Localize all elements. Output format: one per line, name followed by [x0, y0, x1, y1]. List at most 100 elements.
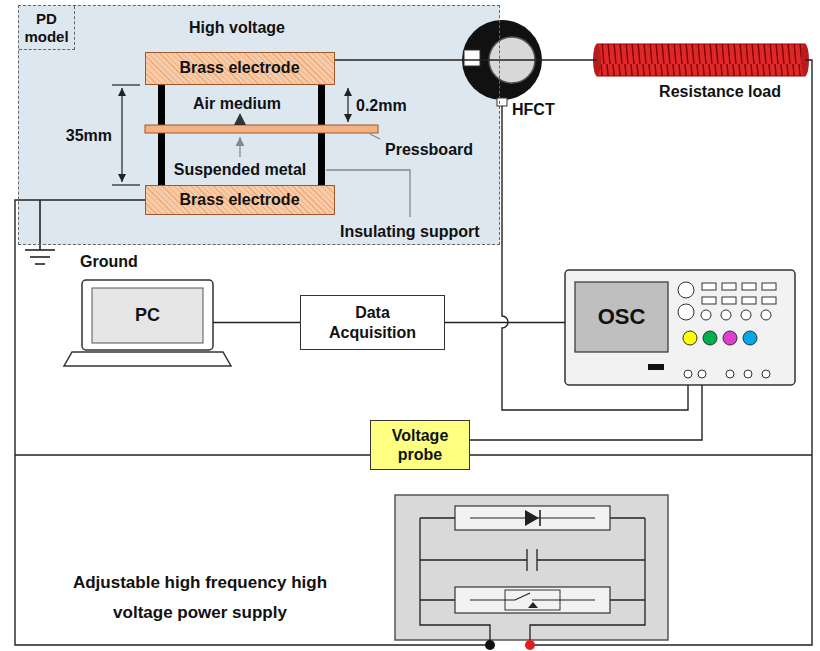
- ground-symbol: [25, 200, 55, 264]
- resistance-load-part: [597, 44, 805, 76]
- connector-line: [445, 322, 565, 323]
- oscilloscope-body-part: [726, 370, 734, 378]
- part-label: Suspended metal: [160, 160, 320, 179]
- data-acquisition-box: Data Acquisition: [300, 295, 445, 350]
- part-label: Ground: [80, 252, 160, 271]
- text-area: Brass electrode: [146, 186, 334, 214]
- oscilloscope-body-part: [722, 297, 736, 304]
- power-supply-unit-part-part: [610, 599, 645, 600]
- wire-part: [470, 385, 702, 440]
- node-text: Voltage probe: [377, 426, 463, 464]
- node-text: Brass electrode: [179, 190, 299, 209]
- part-label: Adjustable high frequency high voltage p…: [65, 568, 335, 628]
- power-supply-unit-part: [420, 518, 645, 640]
- hfct-sensor: [462, 20, 542, 106]
- power-supply-unit-part: [528, 602, 538, 608]
- part-label: Resistance load: [630, 82, 810, 101]
- oscilloscope-body-part: [702, 297, 716, 304]
- power-supply-unit-part-part: [420, 599, 455, 600]
- dimension-line-part: [112, 184, 140, 185]
- oscilloscope-body-part: [678, 304, 694, 320]
- power-supply-unit-part-part: [420, 559, 527, 560]
- part-label: Pressboard: [385, 140, 485, 159]
- oscilloscope-body-part: [762, 370, 770, 378]
- leader-line-part: [239, 137, 240, 157]
- insulating-support-part: [158, 85, 165, 125]
- oscilloscope-body-part: [701, 310, 711, 320]
- insulating-support: [158, 85, 325, 185]
- oscilloscope-body-part: [722, 283, 736, 290]
- power-supply-unit-part: [539, 510, 541, 526]
- oscilloscope-body-part: [741, 310, 751, 320]
- laptop-part: [64, 352, 231, 366]
- wire-part: [15, 454, 370, 455]
- oscilloscope-body-part: [565, 270, 795, 385]
- ground-symbol-part: [39, 200, 41, 250]
- insulating-support-part: [318, 85, 325, 125]
- leader-line-part: [326, 170, 410, 217]
- power-supply-unit-part-part: [537, 559, 645, 560]
- oscilloscope-body-part: [742, 297, 756, 304]
- pd-model-region: PD modelBrass electrodeBrass electrode: [18, 5, 500, 245]
- oscilloscope-body-part: [742, 283, 756, 290]
- part-label: 0.2mm: [356, 96, 416, 115]
- power-supply-unit-part-part: [644, 518, 645, 600]
- hfct-sensor-part: [497, 98, 507, 106]
- oscilloscope-body-part: [683, 331, 697, 345]
- part-label: 35mm: [46, 126, 112, 145]
- power-supply-unit-part-part: [419, 518, 420, 600]
- wire-part: [335, 59, 597, 60]
- part-label: HFCT: [512, 100, 572, 119]
- power-supply-unit-part-part: [610, 517, 645, 518]
- oscilloscope-body-part: [684, 370, 692, 378]
- oscilloscope-body-part: [702, 283, 716, 290]
- wire-part: [470, 454, 812, 455]
- hfct-sensor-part: [464, 50, 480, 66]
- oscilloscope-body-part: [698, 370, 706, 378]
- oscilloscope: OSC: [565, 270, 795, 385]
- node-text: Brass electrode: [179, 58, 299, 77]
- oscilloscope-body-part: [743, 331, 757, 345]
- oscilloscope-body-part: [575, 282, 668, 352]
- ground-symbol-part: [30, 256, 50, 258]
- oscilloscope-body-part: [744, 370, 752, 378]
- insulating-support-part: [158, 133, 165, 185]
- oscilloscope-body-part: [703, 331, 717, 345]
- power-supply-unit-part-part: [536, 549, 537, 571]
- oscilloscope-body-part: [723, 331, 737, 345]
- power-supply-unit-part: [525, 640, 535, 650]
- brass-electrode: Brass electrode: [145, 185, 335, 215]
- part-label: Insulating support: [340, 222, 495, 241]
- ground-symbol-part: [25, 249, 55, 251]
- dimension-line: [112, 85, 348, 185]
- text-area: OSC: [575, 282, 668, 352]
- node-text: PC: [135, 305, 160, 327]
- text-area: PC: [92, 288, 203, 343]
- laptop-part: [92, 288, 203, 343]
- node-text: PD model: [22, 10, 71, 46]
- resistance-load: [593, 44, 809, 76]
- power-supply-unit: [395, 495, 668, 650]
- suspended-metal: [234, 113, 246, 125]
- pd-model-ground: [18, 5, 500, 245]
- ground-symbol-part: [35, 263, 45, 265]
- text-area: Voltage probe: [371, 421, 469, 469]
- laptop: [64, 280, 231, 366]
- pressboard: [145, 125, 378, 133]
- insulating-support-part: [318, 133, 325, 185]
- node-text: OSC: [598, 304, 646, 330]
- connector-line: [213, 322, 300, 323]
- oscilloscope-body-part: [762, 283, 776, 290]
- text-area: PD model: [19, 6, 75, 50]
- power-supply-unit-part: [395, 495, 668, 640]
- part-label: Air medium: [187, 94, 287, 113]
- oscilloscope-body-part: [721, 310, 731, 320]
- oscilloscope-body-part: [678, 282, 694, 298]
- power-supply-unit-part: [485, 640, 495, 650]
- power-supply-unit-part: [470, 593, 595, 600]
- node-text: Data Acquisition: [319, 303, 426, 341]
